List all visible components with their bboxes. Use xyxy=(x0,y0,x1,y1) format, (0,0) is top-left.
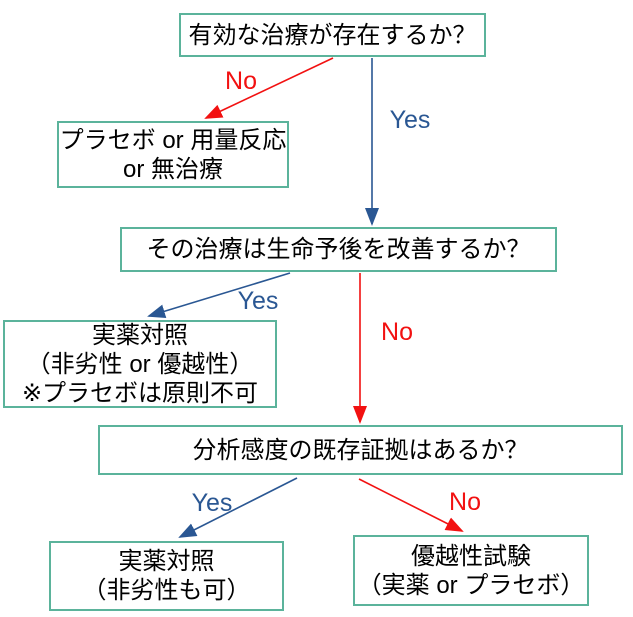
edge-q3-yes-arrow xyxy=(178,477,298,538)
node-text: （非劣性も可） xyxy=(82,577,251,604)
node-text: 実薬対照 xyxy=(92,321,188,349)
node-text: （実薬 or プラセボ） xyxy=(357,571,585,599)
node-text: その治療は生命予後を改善するか？ xyxy=(146,236,531,263)
edge-q3-no-arrow xyxy=(358,478,464,532)
node-text: 分析感度の既存証拠はあるか？ xyxy=(192,436,529,464)
node-text: ※プラセボは原則不可 xyxy=(21,379,259,407)
node-text: プラセボ or 用量反応 xyxy=(59,126,287,154)
node-text: 優越性試験 xyxy=(411,542,531,570)
edge-q2-no-label: No xyxy=(381,318,413,346)
edge-q1-no-arrow xyxy=(204,57,334,119)
edge-q2-yes-label: Yes xyxy=(238,287,279,315)
node-text: 有効な治療が存在するか？ xyxy=(188,21,477,49)
node-text: （非劣性 or 優越性） xyxy=(26,350,254,378)
edge-q3-no-label: No xyxy=(449,488,481,516)
edge-q1-yes-label: Yes xyxy=(390,106,431,134)
node-text: or 無治療 xyxy=(122,155,223,183)
node-outcome-superiority-trial: 優越性試験 （実薬 or プラセボ） xyxy=(353,535,589,606)
node-text: 実薬対照 xyxy=(118,548,215,575)
node-outcome-active-control-noninferiority-ok: 実薬対照 （非劣性も可） xyxy=(49,541,284,611)
node-question-effective-treatment-exists: 有効な治療が存在するか？ xyxy=(179,13,486,57)
node-outcome-active-control-placebo-not-allowed: 実薬対照 （非劣性 or 優越性） ※プラセボは原則不可 xyxy=(3,320,277,408)
node-question-improves-survival-prognosis: その治療は生命予後を改善するか？ xyxy=(120,227,557,272)
node-outcome-placebo-dose-response-no-treatment: プラセボ or 用量反応 or 無治療 xyxy=(57,121,289,188)
node-question-assay-sensitivity-evidence: 分析感度の既存証拠はあるか？ xyxy=(98,425,623,475)
edge-q1-no-label: No xyxy=(225,67,257,95)
edge-q2-yes-arrow xyxy=(147,272,291,319)
edge-q3-yes-label: Yes xyxy=(192,489,233,517)
